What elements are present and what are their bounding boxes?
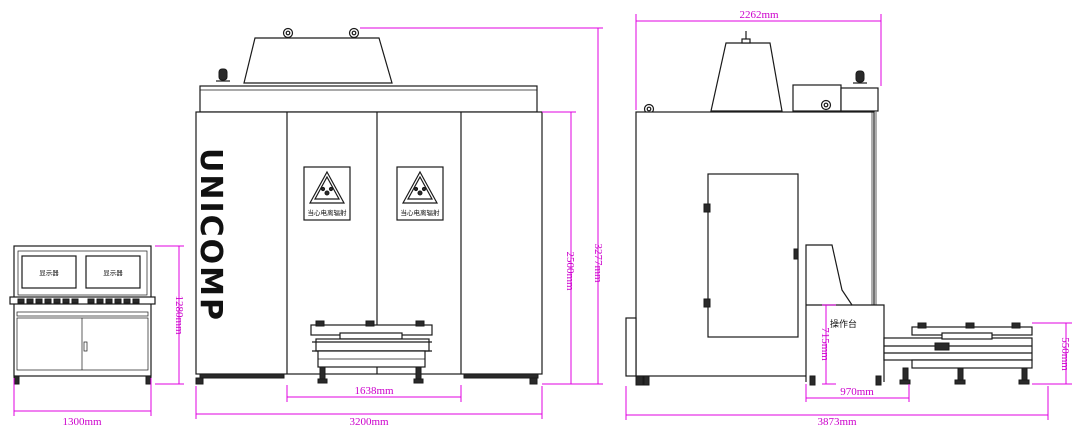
dim-cabinet-height: 2500mm — [564, 251, 576, 291]
lifting-ring-left — [282, 27, 294, 39]
brand-logo-text: UNICOMP — [193, 148, 228, 322]
dim-side-total-width: 3873mm — [817, 416, 857, 428]
access-door — [703, 173, 799, 338]
warning-lamp-side-icon — [853, 70, 867, 84]
dim-console-height: 1280mm — [173, 295, 185, 335]
cabinet-front-view: UNICOMP 当心电离辐射 当心电离辐射 — [193, 27, 543, 385]
control-console: 显示器 显示器 — [9, 245, 156, 385]
operating-table-label: 操作台 — [830, 318, 857, 330]
dim-total-height: 3277mm — [592, 243, 604, 283]
radiation-warning-sign-right: 当心电离辐射 — [396, 166, 444, 221]
dim-table-width: 970mm — [840, 386, 874, 398]
warning-lamp-icon — [216, 68, 230, 82]
radiation-warning-sign-left: 当心电离辐射 — [303, 166, 351, 221]
dim-table-height: 715mm — [819, 327, 831, 361]
dim-door-width: 1638mm — [354, 385, 394, 397]
monitor-right — [85, 255, 141, 289]
lifting-ring-side-box — [820, 99, 832, 111]
monitor-left-label: 显示器 — [39, 269, 59, 277]
dim-side-depth: 2262mm — [739, 9, 779, 21]
monitor-left — [21, 255, 77, 289]
cabinet-side-view: 操作台 — [625, 31, 1033, 386]
lifting-ring-right — [348, 27, 360, 39]
dimension-labels: 1300mm 1280mm 1638mm 3200mm 2500mm 3277m… — [62, 9, 1071, 428]
radiation-warning-label-left: 当心电离辐射 — [308, 208, 348, 217]
dim-front-width: 3200mm — [349, 416, 389, 428]
conveyor-side — [883, 322, 1033, 385]
dim-console-width: 1300mm — [62, 416, 102, 428]
console-button-row — [17, 298, 140, 304]
radiation-warning-label-right: 当心电离辐射 — [401, 208, 441, 217]
dimension-lines — [13, 14, 1072, 420]
monitor-right-label: 显示器 — [103, 269, 123, 277]
sample-stage-front — [310, 320, 433, 384]
dim-conveyor-height: 550mm — [1059, 337, 1071, 371]
